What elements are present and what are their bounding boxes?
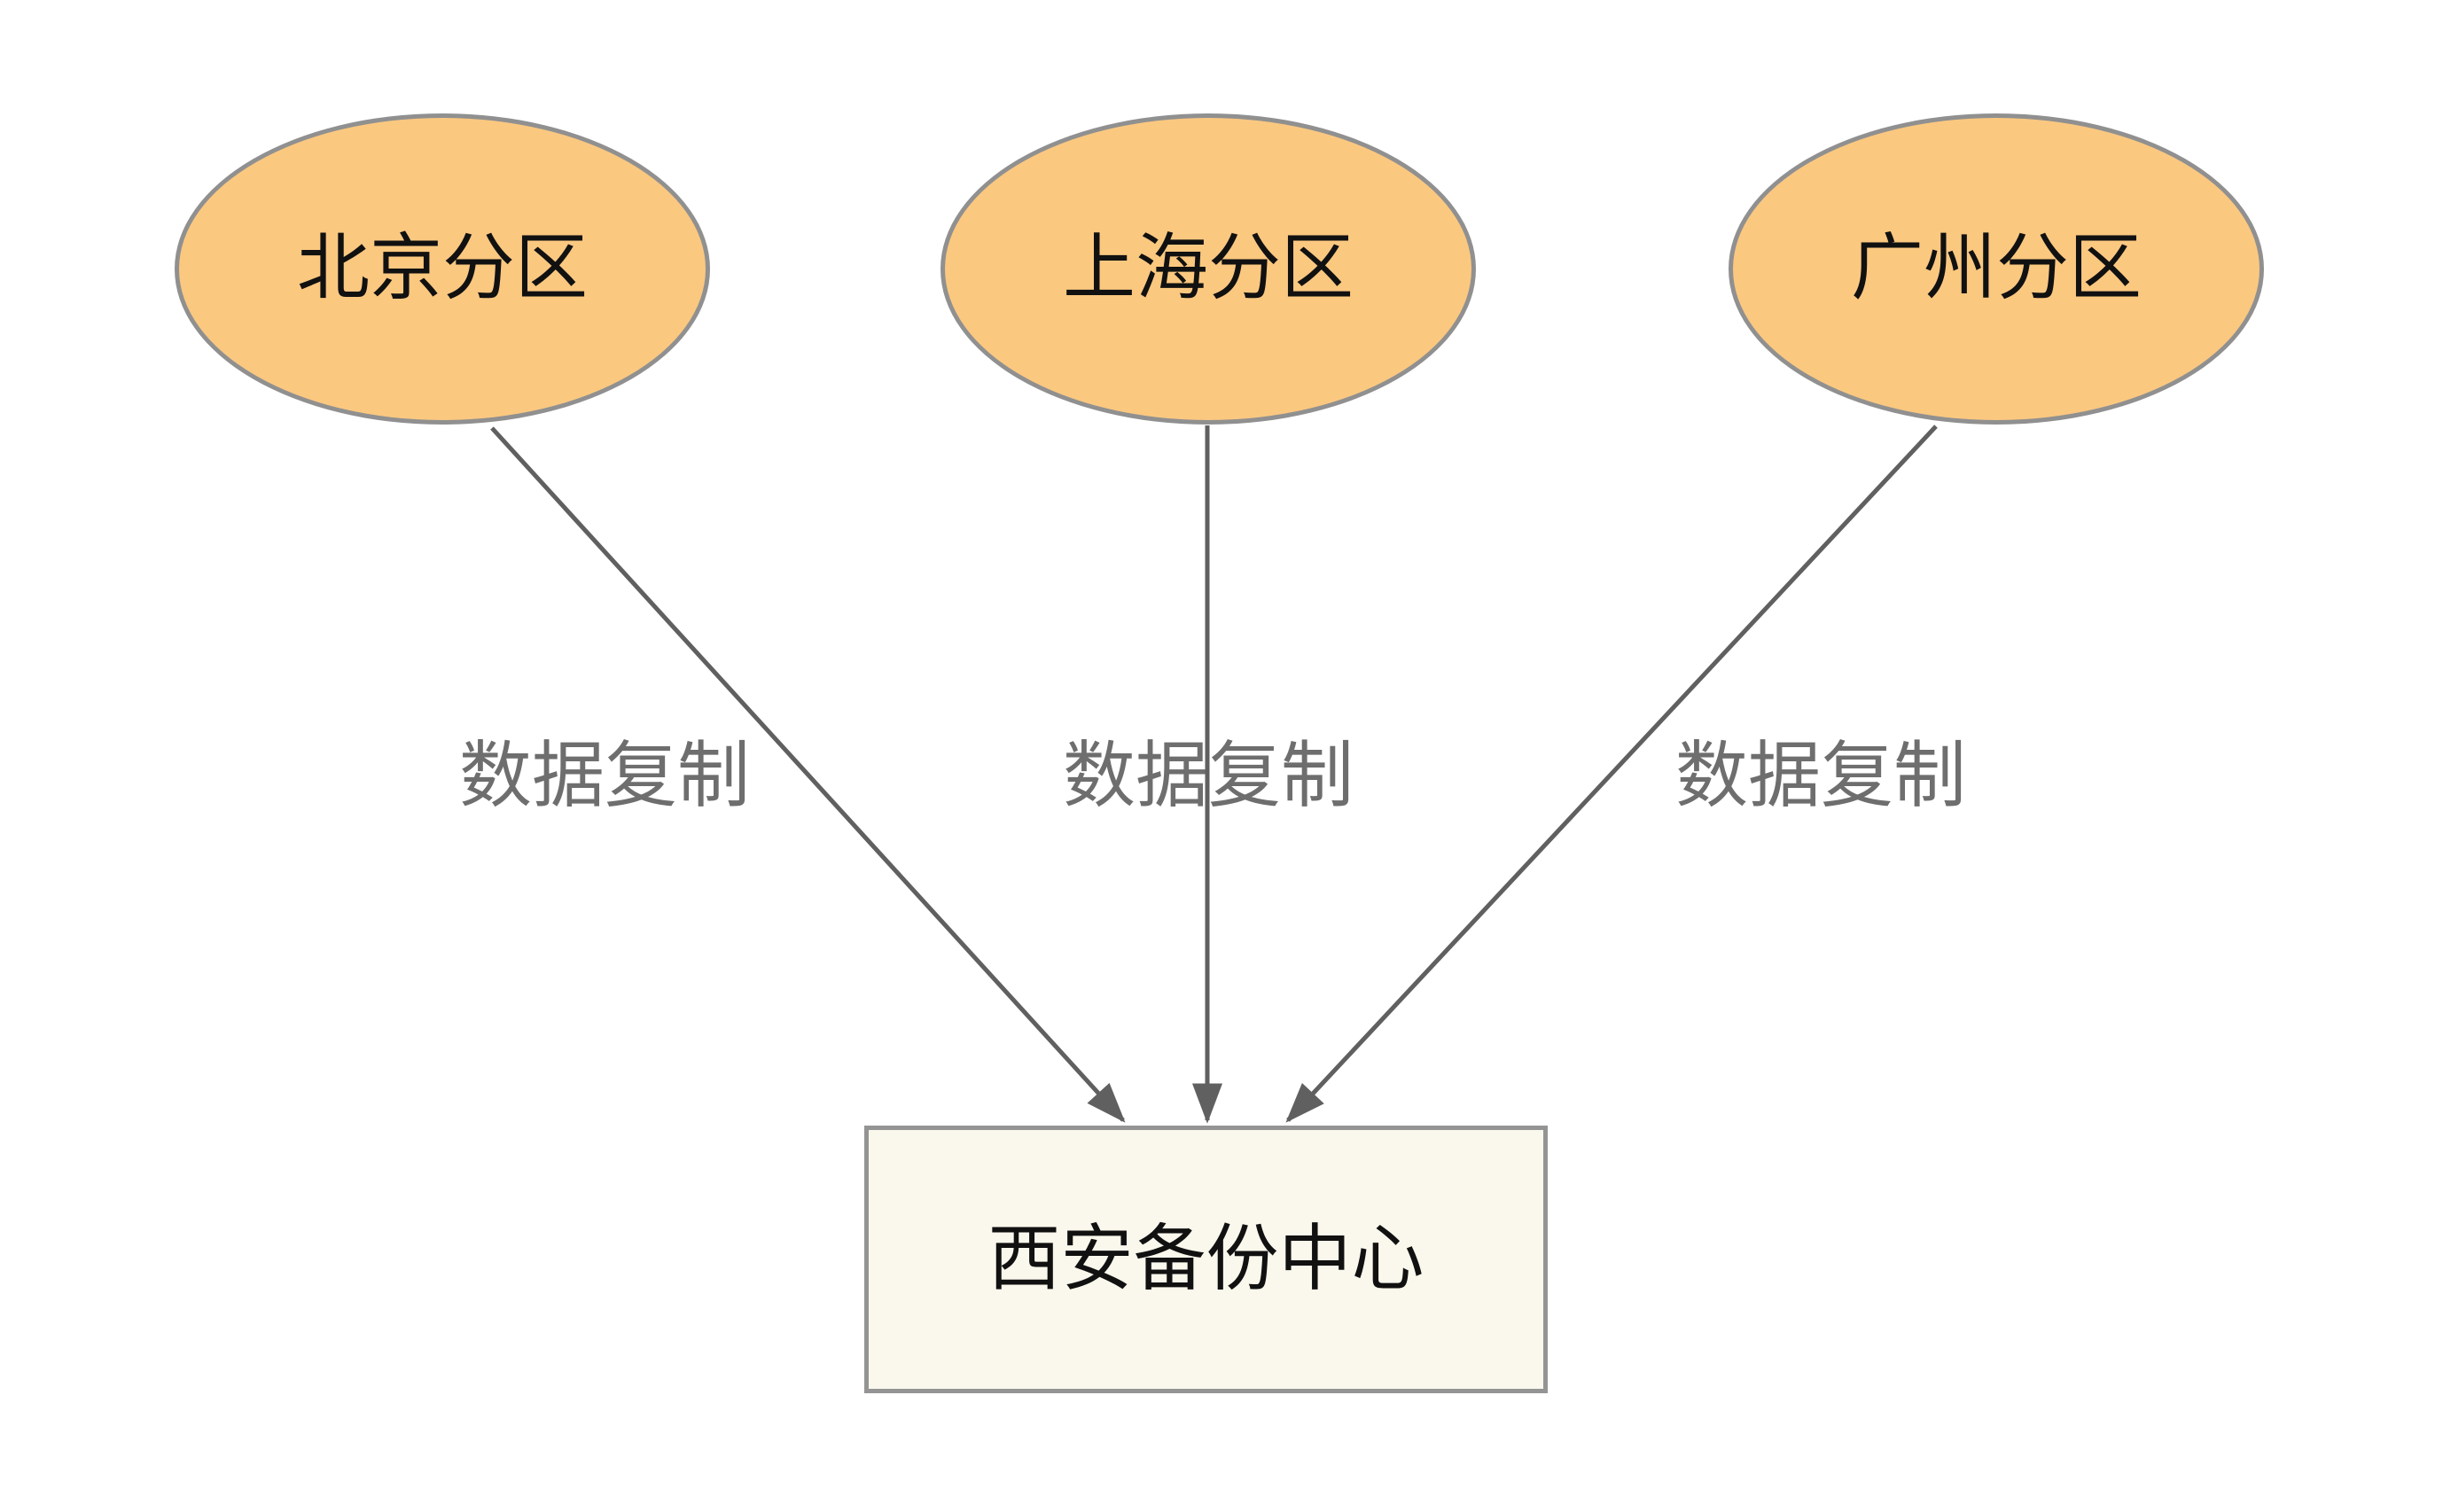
- node-shanghai-partition-label: 上海分区: [1062, 228, 1354, 309]
- edge-guangzhou-xian-line: [1285, 425, 1938, 1123]
- edge-label-shanghai-xian: 数据复制: [1062, 735, 1354, 816]
- edge-beijing-xian-line: [490, 426, 1126, 1123]
- node-shanghai-partition: 上海分区: [941, 113, 1476, 425]
- node-beijing-partition-label: 北京分区: [296, 228, 588, 309]
- node-xian-backup-center-label: 西安备份中心: [987, 1218, 1424, 1299]
- node-xian-backup-center: 西安备份中心: [864, 1126, 1548, 1393]
- node-guangzhou-partition-label: 广州分区: [1850, 228, 2142, 309]
- node-guangzhou-partition: 广州分区: [1729, 113, 2264, 425]
- node-beijing-partition: 北京分区: [175, 113, 710, 425]
- edge-label-beijing-xian: 数据复制: [458, 735, 751, 816]
- edge-label-guangzhou-xian: 数据复制: [1674, 735, 1967, 816]
